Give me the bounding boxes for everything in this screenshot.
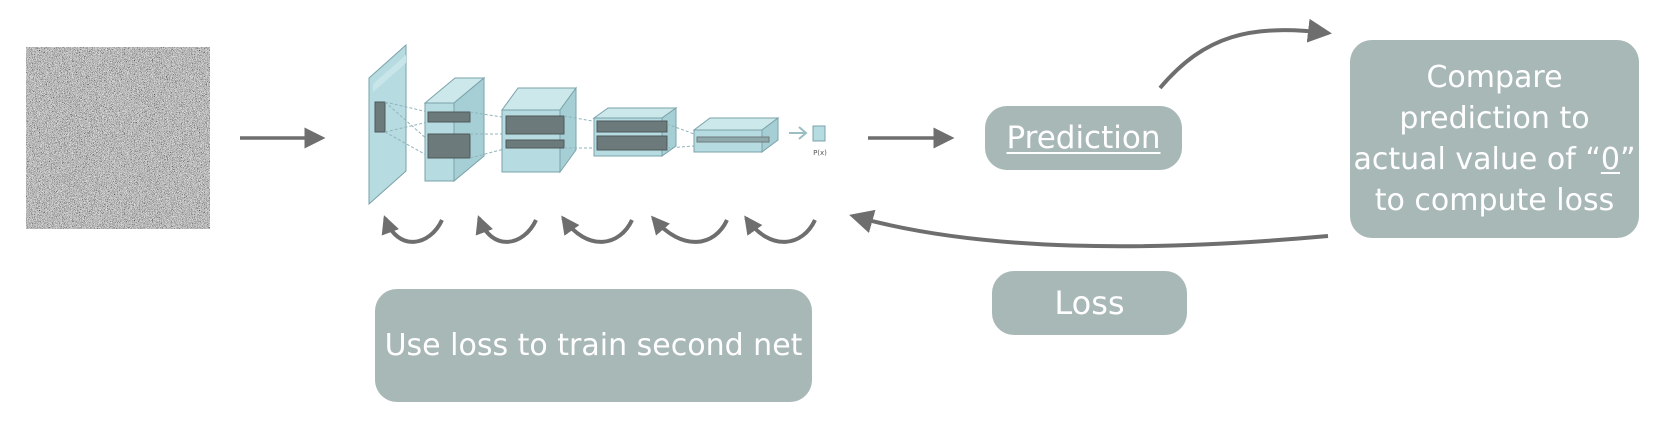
backprop-arrow-icon — [651, 215, 729, 244]
train-box: Use loss to train second net — [375, 289, 812, 402]
compare-line-2: prediction to — [1399, 101, 1590, 136]
loss-label: Loss — [1054, 284, 1125, 322]
compare-line-3: actual value of “0” — [1353, 139, 1635, 180]
compare-line-1: Compare — [1426, 60, 1563, 95]
prediction-box: Prediction — [985, 106, 1182, 170]
cnn-network-icon — [368, 43, 826, 206]
compare-target-value: 0 — [1600, 142, 1620, 177]
backprop-arrow-icon — [475, 215, 538, 244]
train-label: Use loss to train second net — [384, 328, 803, 363]
backprop-arrow-icon — [381, 215, 444, 244]
compare-box: Compare prediction to actual value of “0… — [1350, 40, 1639, 238]
prediction-label: Prediction — [1006, 120, 1161, 156]
compare-line-3-prefix: actual value of “ — [1353, 142, 1601, 177]
backprop-arrow-icon — [744, 215, 817, 244]
backprop-arrow-icon — [561, 215, 634, 244]
loss-box: Loss — [992, 271, 1187, 335]
output-label: P(x) — [813, 149, 827, 157]
loss-return-arrow-icon — [849, 209, 1329, 249]
compare-line-3-suffix: ” — [1619, 142, 1636, 177]
prediction-curve-arrow-icon — [1158, 18, 1332, 90]
noise-image-icon — [26, 47, 210, 229]
compare-line-4: to compute loss — [1374, 183, 1615, 218]
backprop-arrows — [381, 215, 817, 244]
